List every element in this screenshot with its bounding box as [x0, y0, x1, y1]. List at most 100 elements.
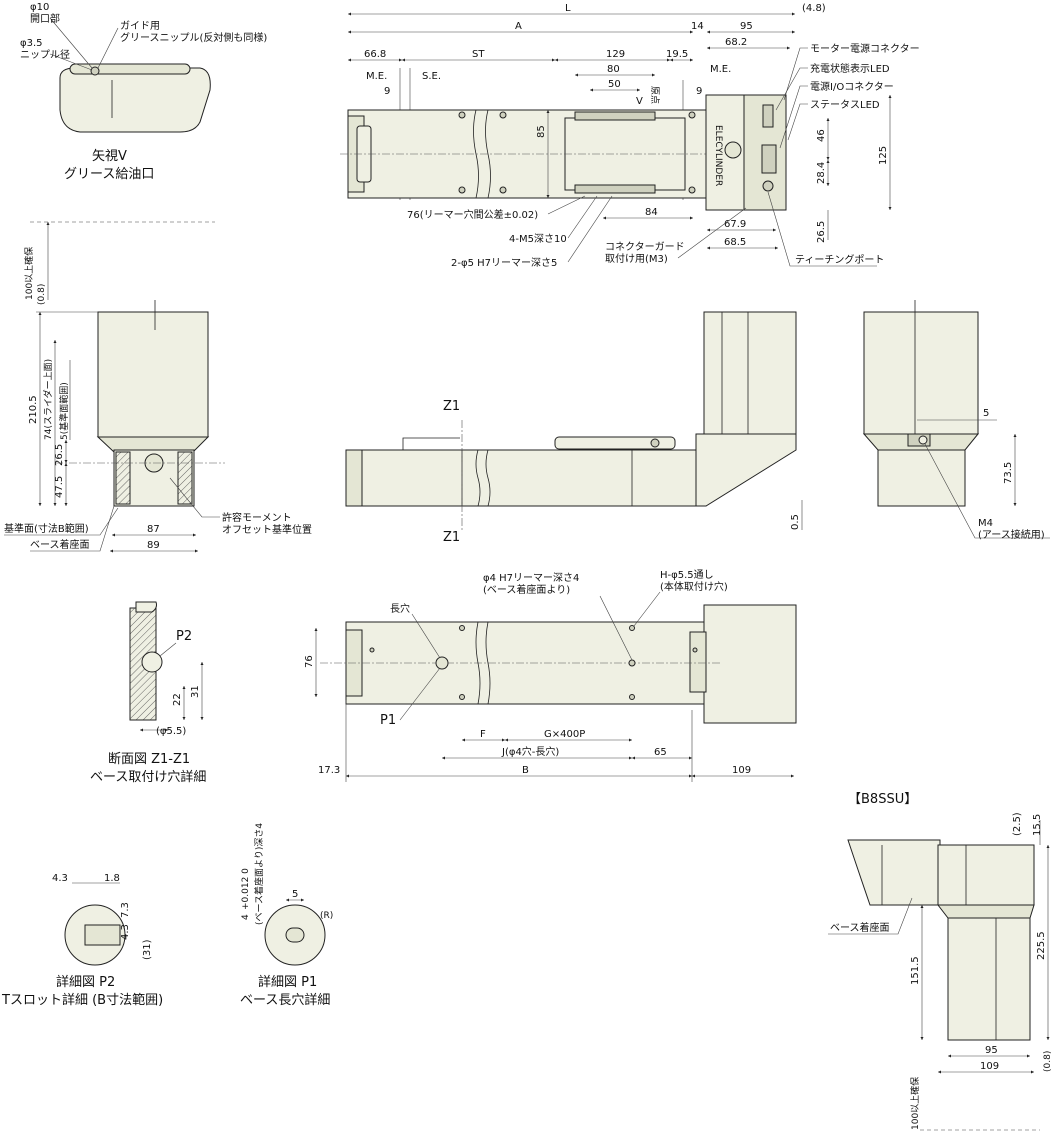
- detail-p2-caption-sub: Tスロット詳細 (B寸法範囲): [1, 992, 163, 1008]
- grease-nipple-note: グリースニップル(反対側も同様): [120, 31, 267, 44]
- dim-73-5: 73.5: [1003, 462, 1014, 484]
- detail-p1-caption: 詳細図 P1: [258, 974, 317, 990]
- dim-85: 85: [536, 125, 547, 138]
- dim-7-3: 7.3: [120, 902, 131, 918]
- me-left-label: M.E.: [366, 71, 387, 82]
- dim-67-9: 67.9: [724, 219, 746, 230]
- dim-L: L: [565, 3, 571, 14]
- dim-14: 14: [691, 21, 704, 32]
- top-view: L A 14 95 (4.8) 68.2 66.8 ST 129 19.5 80…: [340, 3, 920, 269]
- phi4-reamer-note: (ベース着座面より): [483, 583, 570, 596]
- dim-4-3-side: 4.3: [120, 924, 131, 940]
- dim-28-4: 28.4: [816, 162, 827, 184]
- dim-G: G×400P: [544, 729, 585, 740]
- section-z1-bottom: Z1: [443, 530, 460, 545]
- dim-22: 22: [172, 693, 183, 706]
- teaching-port-label: ティーチングポート: [795, 253, 884, 266]
- phi3-5-label: φ3.5: [20, 38, 43, 49]
- detail-p2-caption: 詳細図 P2: [56, 974, 115, 990]
- dim-109: 109: [732, 765, 751, 776]
- dim-31-paren: (31): [142, 939, 153, 960]
- section-z1: P2 22 31 (φ5.5) 断面図 Z1-Z1 ベース取付け穴詳細: [90, 601, 206, 785]
- b8ssu-dim-0-8: (0.8): [1043, 1051, 1053, 1072]
- dim-F: F: [480, 729, 486, 740]
- b8ssu-dim-109: 109: [980, 1061, 999, 1072]
- dim-26-5-side: 26.5: [54, 444, 65, 466]
- mounting-hole-note: (本体取付け穴): [660, 580, 728, 593]
- se-label: S.E.: [422, 71, 441, 82]
- motor-connector-label: モーター電源コネクター: [810, 42, 920, 55]
- m4-label: M4: [978, 518, 993, 529]
- b8ssu-dim-15-5: 15.5: [1032, 814, 1043, 836]
- b8ssu-dim-151-5: 151.5: [910, 956, 921, 985]
- ref-range-dim: 5(基準面範囲): [58, 382, 70, 440]
- dim-A: A: [515, 21, 522, 32]
- dim-phi5-5: (φ5.5): [156, 726, 186, 737]
- phi4-reamer-label: φ4 H7リーマー深さ4: [483, 572, 579, 584]
- clearance-label: 100以上確保: [23, 247, 35, 300]
- dim-4-3-top: 4.3: [52, 873, 68, 884]
- section-z1-caption-sub: ベース取付け穴詳細: [90, 769, 206, 785]
- moment-offset-label: オフセット基準位置: [222, 523, 312, 536]
- view-v: φ10 開口部 ガイド用 グリースニップル(反対側も同様) φ3.5 ニップル径…: [20, 2, 267, 182]
- dim-210-5: 210.5: [28, 395, 39, 424]
- p1-callout: P1: [380, 713, 396, 728]
- dim-J: J(φ4穴-長穴): [501, 745, 559, 758]
- dim-5-end: 5: [983, 408, 989, 419]
- dim-65: 65: [654, 747, 667, 758]
- phi5-reamer-label: 2-φ5 H7リーマー深さ5: [451, 257, 557, 269]
- dim-B: B: [522, 765, 529, 776]
- slider-top-dim: 74(スライダー上面): [42, 359, 54, 440]
- opening-label: 開口部: [30, 12, 60, 25]
- phi10-label: φ10: [30, 2, 49, 13]
- base-face-label: ベース着座面: [30, 538, 90, 551]
- bottom-view: 76 長穴 φ4 H7リーマー深さ4 (ベース着座面より) H-φ5.5通し (…: [304, 569, 797, 782]
- dim-9-right: 9: [696, 86, 702, 97]
- dim-17-3: 17.3: [318, 765, 340, 776]
- side-view: 100以上確保 (0.8) 210.5 74(スライダー上面) 5(基準面範囲)…: [4, 221, 312, 553]
- dim-95: 95: [740, 21, 753, 32]
- nipple-diameter-label: ニップル径: [20, 48, 70, 61]
- dim-84: 84: [645, 207, 658, 218]
- dim-76: 76: [304, 655, 315, 668]
- m4-note: (アース接続用): [978, 528, 1045, 541]
- dim-ST: ST: [472, 49, 485, 60]
- charge-led-label: 充電状態表示LED: [810, 62, 890, 75]
- dim-19-5: 19.5: [666, 49, 688, 60]
- moment-label: 許容モーメント: [222, 511, 292, 524]
- dim-125: 125: [878, 146, 889, 165]
- view-v-caption-sub: グリース給油口: [64, 167, 154, 182]
- reamer-pitch-label: 76(リーマー穴間公差±0.02): [407, 208, 538, 221]
- dim-129: 129: [606, 49, 625, 60]
- mounting-hole-label: H-φ5.5通し: [660, 569, 714, 581]
- dim-50: 50: [608, 79, 621, 90]
- status-led-label: ステータスLED: [810, 99, 880, 111]
- section-z1-caption: 断面図 Z1-Z1: [108, 752, 190, 767]
- depth-note: (ベース着座面より)深さ4: [253, 823, 265, 925]
- me-right-label: M.E.: [710, 64, 731, 75]
- dim-4-8: (4.8): [802, 3, 826, 14]
- tolerance: +0.012 0: [241, 868, 251, 910]
- detail-p1-caption-sub: ベース長穴詳細: [240, 992, 330, 1008]
- dim-31: 31: [190, 685, 201, 698]
- dim-87: 87: [147, 524, 160, 535]
- front-view: Z1 Z1 0.5: [345, 311, 803, 545]
- dim-0-5: 0.5: [790, 514, 801, 530]
- dim-0-8: (0.8): [37, 284, 47, 305]
- b8ssu-dim-95: 95: [985, 1045, 998, 1056]
- dim-46: 46: [816, 129, 827, 142]
- long-hole-label: 長穴: [390, 602, 410, 615]
- dim-80: 80: [607, 64, 620, 75]
- brand-logo-text: ELECYLINDER: [713, 125, 723, 186]
- origin-label: 原点: [649, 86, 660, 104]
- depth-value: 4: [241, 914, 251, 920]
- grease-nipple-label: ガイド用: [120, 20, 160, 32]
- dim-26-5: 26.5: [816, 221, 827, 243]
- detail-p1: 5 (R) (ベース着座面より)深さ4 4 +0.012 0 詳細図 P1 ベー…: [240, 823, 333, 1008]
- power-io-label: 電源I/Oコネクター: [810, 80, 894, 93]
- b8ssu-dim-2-5: (2.5): [1012, 812, 1023, 836]
- dim-68-2: 68.2: [725, 37, 747, 48]
- b8ssu-base-face: ベース着座面: [830, 921, 890, 934]
- view-v-caption: 矢視V: [92, 149, 127, 164]
